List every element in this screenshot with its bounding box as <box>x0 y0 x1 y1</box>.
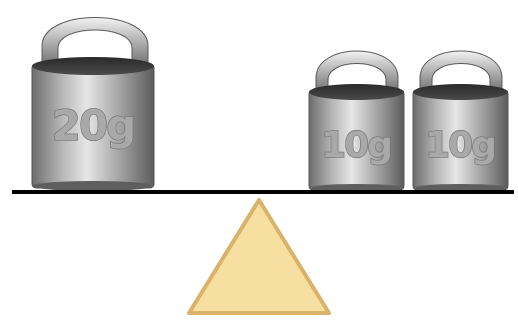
weight-20g-top <box>32 57 154 75</box>
weight-10g-second: 10g <box>413 51 508 192</box>
balance-beam <box>12 190 514 194</box>
weight-10g-first-label: 10g <box>321 125 391 166</box>
weight-20g-label: 20g <box>52 101 135 150</box>
weight-10g-first: 10g <box>309 51 404 192</box>
fulcrum-triangle <box>189 200 329 313</box>
weight-10g-second-top <box>413 84 508 100</box>
weight-20g: 20g <box>32 18 154 192</box>
weight-10g-second-label: 10g <box>425 125 495 166</box>
weight-10g-first-top <box>309 84 404 100</box>
